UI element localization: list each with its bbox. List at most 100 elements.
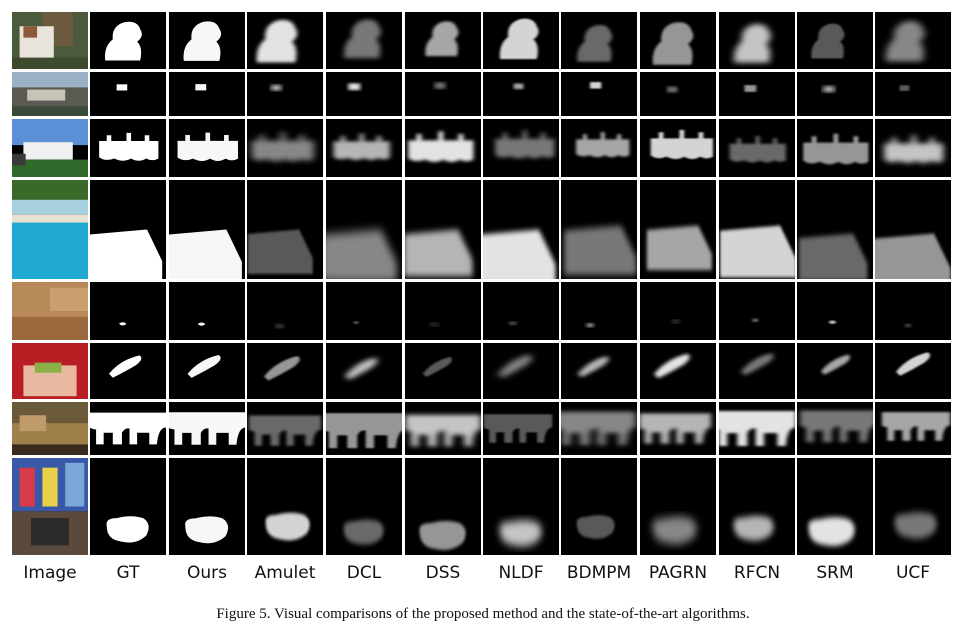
saliency-map-building-fence-dss [405,72,481,116]
comparison-grid [12,12,951,555]
cell-graphic [797,343,873,399]
column-label-rfcn: RFCN [733,563,781,583]
saliency-map-hand-frog-amulet [247,343,323,399]
saliency-map-newsstand-dog-ours [169,458,245,555]
input-image-newsstand-dog-image [12,458,88,555]
saliency-map-building-fence-nldf [483,72,559,116]
cell-graphic [247,282,323,340]
saliency-map-building-fence-dcl [326,72,402,116]
cell-graphic [875,119,951,177]
cell-graphic [169,282,245,340]
saliency-map-newsstand-dog-gt [90,458,166,555]
cell-graphic [12,119,88,177]
cell-graphic [561,72,637,116]
saliency-map-dog-dss [405,12,481,69]
column-label-dcl: DCL [346,563,382,583]
cell-graphic [326,12,402,69]
saliency-map-elephants-dcl [326,402,402,455]
input-image-building-fence-image [12,72,88,116]
cell-graphic [719,458,795,555]
saliency-map-sand-rfcn [719,282,795,340]
saliency-map-newsstand-dog-pagrn [640,458,716,555]
saliency-map-pool-rfcn [719,180,795,279]
cell-graphic [640,458,716,555]
cell-graphic [90,402,166,455]
input-image-dog-image [12,12,88,69]
saliency-map-dog-ucf [875,12,951,69]
saliency-map-building-fence-ucf [875,72,951,116]
cell-graphic [12,282,88,340]
saliency-map-building-fence-amulet [247,72,323,116]
cell-graphic [640,180,716,279]
cell-graphic [719,282,795,340]
cell-graphic [719,12,795,69]
cell-graphic [875,12,951,69]
cell-graphic [169,458,245,555]
input-image-sand-image [12,282,88,340]
cell-graphic [169,72,245,116]
saliency-map-building-fence-srm [797,72,873,116]
cell-graphic [247,12,323,69]
cell-graphic [90,180,166,279]
cell-graphic [405,119,481,177]
saliency-map-dog-rfcn [719,12,795,69]
column-label-ucf: UCF [895,563,931,583]
saliency-map-mansion-dss [405,119,481,177]
saliency-map-mansion-rfcn [719,119,795,177]
saliency-map-pool-bdmpm [561,180,637,279]
cell-graphic [12,72,88,116]
saliency-map-newsstand-dog-nldf [483,458,559,555]
cell-graphic [483,402,559,455]
cell-graphic [90,282,166,340]
saliency-map-dog-nldf [483,12,559,69]
cell-graphic [169,343,245,399]
cell-graphic [875,282,951,340]
cell-graphic [640,343,716,399]
cell-graphic [405,402,481,455]
cell-graphic [483,119,559,177]
column-label-amulet: Amulet [254,563,316,583]
input-image-elephants-image [12,402,88,455]
cell-graphic [875,458,951,555]
saliency-map-hand-frog-rfcn [719,343,795,399]
cell-graphic [561,343,637,399]
cell-graphic [797,402,873,455]
saliency-map-hand-frog-srm [797,343,873,399]
cell-graphic [247,458,323,555]
column-label-nldf: NLDF [498,563,544,583]
saliency-map-newsstand-dog-dcl [326,458,402,555]
cell-graphic [640,119,716,177]
saliency-map-sand-amulet [247,282,323,340]
cell-graphic [483,282,559,340]
cell-graphic [561,12,637,69]
cell-graphic [405,458,481,555]
saliency-map-dog-pagrn [640,12,716,69]
saliency-map-pool-amulet [247,180,323,279]
column-label-pagrn: PAGRN [648,563,708,583]
cell-graphic [405,282,481,340]
cell-graphic [719,180,795,279]
cell-graphic [12,402,88,455]
saliency-map-newsstand-dog-dss [405,458,481,555]
column-label-bdmpm: BDMPM [566,563,632,583]
saliency-map-dog-gt [90,12,166,69]
saliency-map-mansion-dcl [326,119,402,177]
saliency-map-hand-frog-gt [90,343,166,399]
saliency-map-newsstand-dog-srm [797,458,873,555]
saliency-map-mansion-ours [169,119,245,177]
cell-graphic [483,343,559,399]
saliency-map-sand-srm [797,282,873,340]
saliency-map-pool-ucf [875,180,951,279]
column-label-srm: SRM [816,563,854,583]
cell-graphic [326,180,402,279]
saliency-map-sand-ucf [875,282,951,340]
cell-graphic [719,402,795,455]
saliency-map-hand-frog-dcl [326,343,402,399]
saliency-map-dog-ours [169,12,245,69]
saliency-map-pool-dcl [326,180,402,279]
saliency-map-pool-pagrn [640,180,716,279]
saliency-map-hand-frog-pagrn [640,343,716,399]
cell-graphic [405,180,481,279]
saliency-map-pool-ours [169,180,245,279]
